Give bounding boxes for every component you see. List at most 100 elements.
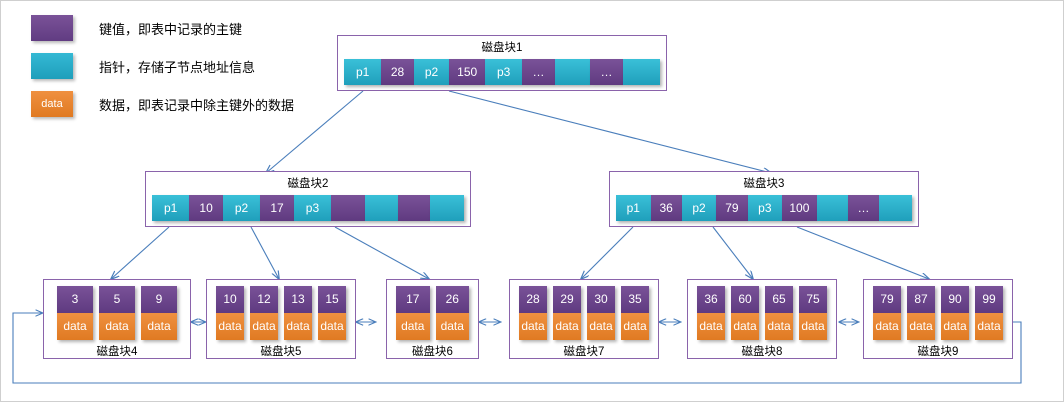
cell-pointer[interactable]: p2 — [681, 195, 717, 221]
legend: 键值，即表中记录的主键 指针，存储子节点地址信息 data 数据，即表记录中除主… — [31, 13, 331, 127]
disk-block-8-title: 磁盘块8 — [741, 346, 783, 358]
leaf-entry[interactable]: 12 data — [250, 286, 278, 340]
cell-key[interactable] — [331, 195, 365, 221]
leaf-entry[interactable]: 26 data — [435, 286, 469, 340]
leaf-data: data — [284, 313, 312, 340]
leaf-entry[interactable]: 60 data — [731, 286, 759, 340]
key-swatch-icon — [31, 15, 73, 41]
cell-pointer[interactable]: p1 — [344, 59, 382, 85]
disk-block-3[interactable]: 磁盘块3 p1 36 p2 79 p3 100 … — [609, 171, 919, 227]
disk-block-2-cells: p1 10 p2 17 p3 — [146, 191, 470, 226]
leaf-entry[interactable]: 13 data — [284, 286, 312, 340]
leaf-entry[interactable]: 30 data — [587, 286, 615, 340]
disk-block-5[interactable]: 10 data 12 data 13 data 15 data 磁盘块5 — [206, 279, 356, 359]
leaf-data: data — [435, 313, 469, 340]
leaf-key: 79 — [873, 286, 901, 313]
cell-pointer[interactable] — [554, 59, 591, 85]
pointer-swatch-icon — [31, 53, 73, 79]
leaf-entry[interactable]: 9 data — [141, 286, 177, 340]
leaf-key: 28 — [519, 286, 547, 313]
leaf-entry[interactable]: 10 data — [216, 286, 244, 340]
leaf-data: data — [975, 313, 1003, 340]
cell-pointer[interactable]: p2 — [222, 195, 261, 221]
disk-block-8-cells: 36 data 60 data 65 data 75 data — [688, 280, 836, 342]
cell-key[interactable]: 10 — [189, 195, 223, 221]
cell-pointer[interactable]: p3 — [293, 195, 332, 221]
cell-pointer[interactable] — [879, 195, 913, 221]
leaf-data: data — [99, 313, 135, 340]
leaf-entry[interactable]: 65 data — [765, 286, 793, 340]
leaf-entry[interactable]: 29 data — [553, 286, 581, 340]
cell-pointer[interactable]: p1 — [152, 195, 190, 221]
leaf-key: 10 — [216, 286, 244, 313]
cell-key[interactable]: … — [590, 59, 623, 85]
disk-block-3-cells: p1 36 p2 79 p3 100 … — [610, 191, 918, 226]
leaf-entry[interactable]: 79 data — [873, 286, 901, 340]
cell-key[interactable]: … — [847, 195, 880, 221]
cell-pointer[interactable]: p1 — [616, 195, 651, 221]
cell-key[interactable]: 17 — [260, 195, 294, 221]
leaf-data: data — [873, 313, 901, 340]
leaf-entry[interactable]: 99 data — [975, 286, 1003, 340]
leaf-key: 17 — [396, 286, 430, 313]
leaf-entry[interactable]: 87 data — [907, 286, 935, 340]
cell-pointer[interactable]: p3 — [485, 59, 523, 85]
legend-label-key: 键值，即表中记录的主键 — [99, 21, 243, 37]
cell-pointer[interactable] — [364, 195, 399, 221]
leaf-entry[interactable]: 35 data — [621, 286, 649, 340]
cell-key[interactable] — [398, 195, 431, 221]
leaf-key: 87 — [907, 286, 935, 313]
disk-block-2-title: 磁盘块2 — [287, 178, 329, 190]
leaf-data: data — [621, 313, 649, 340]
legend-label-pointer: 指针，存储子节点地址信息 — [99, 59, 256, 75]
disk-block-6[interactable]: 17 data 26 data 磁盘块6 — [386, 279, 479, 359]
leaf-data: data — [57, 313, 93, 340]
cell-pointer[interactable]: p2 — [413, 59, 450, 85]
leaf-entry[interactable]: 15 data — [318, 286, 346, 340]
leaf-entry[interactable]: 17 data — [396, 286, 430, 340]
disk-block-5-title: 磁盘块5 — [260, 346, 302, 358]
leaf-data: data — [141, 313, 177, 340]
cell-pointer[interactable] — [622, 59, 660, 85]
cell-pointer[interactable]: p3 — [747, 195, 783, 221]
disk-block-1-cells: p1 28 p2 150 p3 … … — [338, 55, 666, 90]
cell-key[interactable]: 79 — [716, 195, 748, 221]
disk-block-6-title: 磁盘块6 — [412, 346, 453, 358]
disk-block-2[interactable]: 磁盘块2 p1 10 p2 17 p3 — [145, 171, 471, 227]
disk-block-9[interactable]: 79 data 87 data 90 data 99 data 磁盘块9 — [863, 279, 1013, 359]
disk-block-5-cells: 10 data 12 data 13 data 15 data — [207, 280, 355, 342]
cell-pointer[interactable] — [430, 195, 465, 221]
cell-key[interactable]: 28 — [381, 59, 414, 85]
cell-key[interactable]: 100 — [782, 195, 817, 221]
leaf-data: data — [587, 313, 615, 340]
leaf-key: 75 — [799, 286, 827, 313]
leaf-entry[interactable]: 28 data — [519, 286, 547, 340]
cell-pointer[interactable] — [816, 195, 848, 221]
leaf-key: 35 — [621, 286, 649, 313]
leaf-entry[interactable]: 90 data — [941, 286, 969, 340]
legend-item-pointer: 指针，存储子节点地址信息 — [31, 51, 331, 81]
cell-key[interactable]: 36 — [650, 195, 682, 221]
leaf-data: data — [396, 313, 430, 340]
leaf-key: 15 — [318, 286, 346, 313]
leaf-data: data — [941, 313, 969, 340]
cell-key[interactable]: … — [522, 59, 555, 85]
disk-block-8[interactable]: 36 data 60 data 65 data 75 data 磁盘块8 — [687, 279, 837, 359]
disk-block-4[interactable]: 3 data 5 data 9 data 磁盘块4 — [43, 279, 191, 359]
disk-block-4-title: 磁盘块4 — [96, 346, 138, 358]
leaf-entry[interactable]: 3 data — [57, 286, 93, 340]
leaf-key: 3 — [57, 286, 93, 313]
legend-item-data: data 数据，即表记录中除主键外的数据 — [31, 89, 331, 119]
leaf-data: data — [697, 313, 725, 340]
leaf-data: data — [553, 313, 581, 340]
leaf-entry[interactable]: 75 data — [799, 286, 827, 340]
leaf-entry[interactable]: 5 data — [99, 286, 135, 340]
disk-block-7[interactable]: 28 data 29 data 30 data 35 data 磁盘块7 — [509, 279, 659, 359]
leaf-data: data — [907, 313, 935, 340]
leaf-key: 99 — [975, 286, 1003, 313]
leaf-key: 29 — [553, 286, 581, 313]
leaf-entry[interactable]: 36 data — [697, 286, 725, 340]
cell-key[interactable]: 150 — [449, 59, 485, 85]
disk-block-1[interactable]: 磁盘块1 p1 28 p2 150 p3 … … — [337, 35, 667, 91]
